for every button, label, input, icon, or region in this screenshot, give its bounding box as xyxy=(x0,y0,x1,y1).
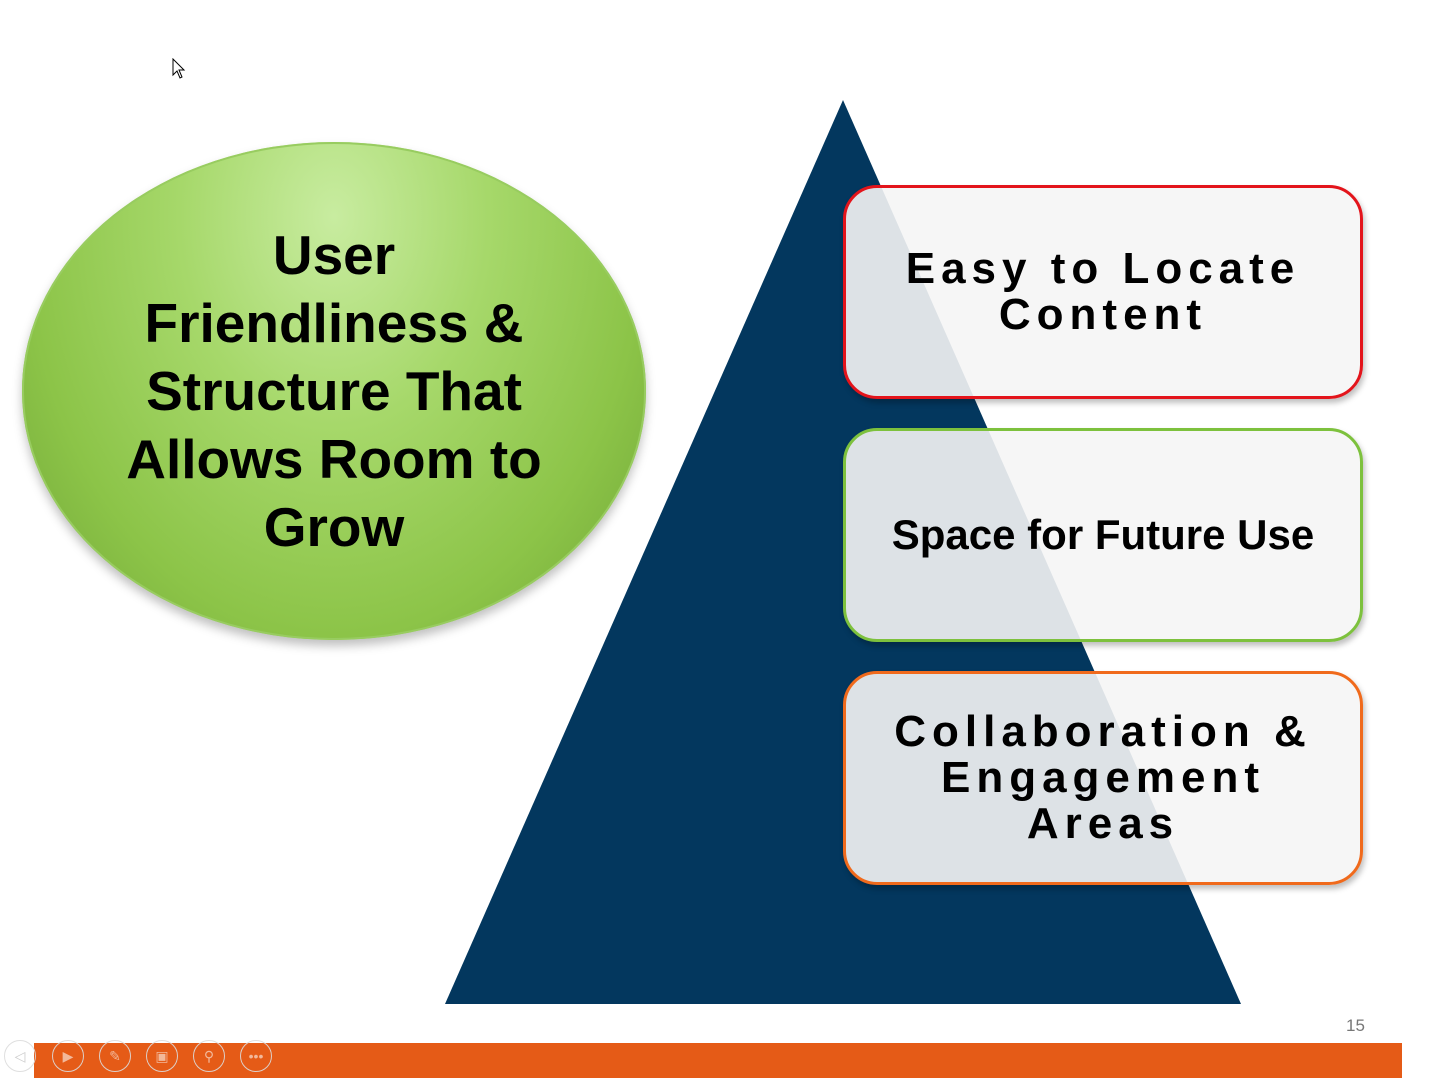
green-ellipse: User Friendliness & Structure That Allow… xyxy=(22,142,646,640)
pen-icon[interactable]: ✎ xyxy=(99,1040,131,1072)
ellipse-text: User Friendliness & Structure That Allow… xyxy=(126,224,542,558)
slides-icon[interactable]: ▣ xyxy=(146,1040,178,1072)
box-text: Collaboration & Engagement Areas xyxy=(894,707,1312,848)
zoom-icon[interactable]: ⚲ xyxy=(193,1040,225,1072)
previous-icon[interactable]: ◁ xyxy=(4,1040,36,1072)
box-space-future-use: Space for Future Use xyxy=(843,428,1363,642)
next-icon[interactable]: ▶ xyxy=(52,1040,84,1072)
footer-bar xyxy=(34,1043,1402,1078)
box-easy-to-locate: Easy to Locate Content xyxy=(843,185,1363,399)
mouse-cursor-icon xyxy=(172,58,186,79)
box-text: Easy to Locate Content xyxy=(905,244,1301,339)
more-icon[interactable]: ••• xyxy=(240,1040,272,1072)
page-number: 15 xyxy=(1346,1016,1365,1035)
box-text: Space for Future Use xyxy=(891,511,1315,558)
box-collaboration: Collaboration & Engagement Areas xyxy=(843,671,1363,885)
